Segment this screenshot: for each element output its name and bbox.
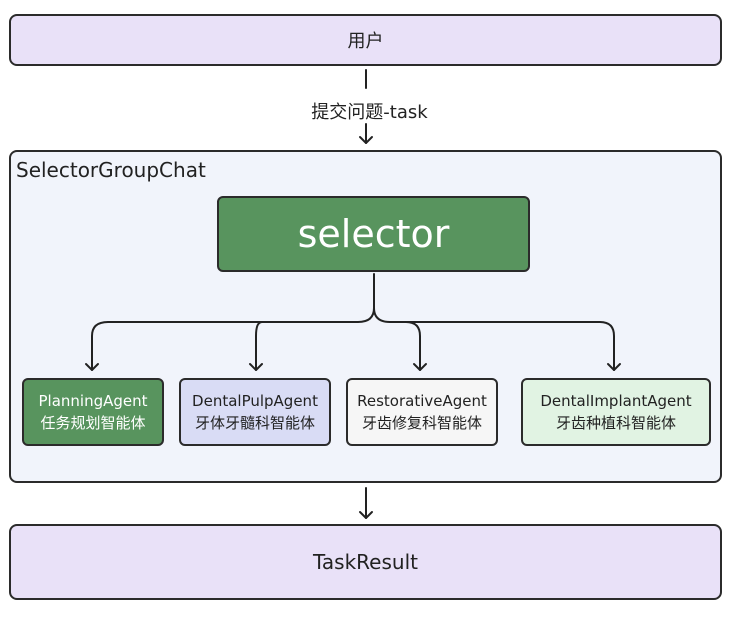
arrow-head-pulp — [249, 363, 263, 371]
planning-agent-box: PlanningAgent 任务规划智能体 — [22, 378, 164, 446]
agent-name: RestorativeAgent — [357, 392, 487, 410]
branch-mid-left — [255, 321, 263, 371]
agent-desc: 任务规划智能体 — [40, 414, 146, 432]
selector-box: selector — [217, 196, 530, 272]
arrow-head-into-group — [359, 136, 373, 144]
arrow-head-restorative — [413, 363, 427, 371]
task-result-box: TaskResult — [9, 524, 722, 600]
result-label: TaskResult — [313, 550, 418, 574]
agent-name: DentalImplantAgent — [540, 392, 692, 410]
arrow-head-planning — [85, 363, 99, 371]
user-label: 用户 — [347, 31, 384, 52]
dental-pulp-agent-box: DentalPulpAgent 牙体牙髓科智能体 — [179, 378, 331, 446]
arrow-head-result — [359, 511, 373, 519]
agent-name: PlanningAgent — [38, 392, 148, 410]
restorative-agent-box: RestorativeAgent 牙齿修复科智能体 — [346, 378, 498, 446]
user-box: 用户 — [9, 14, 722, 66]
submit-task-label: 提交问题-task — [311, 102, 428, 123]
branch-right — [373, 307, 615, 371]
agent-desc: 牙体牙髓科智能体 — [194, 414, 315, 432]
agent-desc: 牙齿种植科智能体 — [555, 414, 676, 432]
arrow-head-implant — [607, 363, 621, 371]
branch-left — [91, 307, 375, 371]
group-title: SelectorGroupChat — [16, 158, 206, 182]
agent-desc: 牙齿修复科智能体 — [361, 414, 482, 432]
dental-implant-agent-box: DentalImplantAgent 牙齿种植科智能体 — [521, 378, 711, 446]
branch-mid-right — [405, 321, 421, 371]
agent-name: DentalPulpAgent — [192, 392, 318, 410]
selector-label: selector — [297, 212, 450, 256]
